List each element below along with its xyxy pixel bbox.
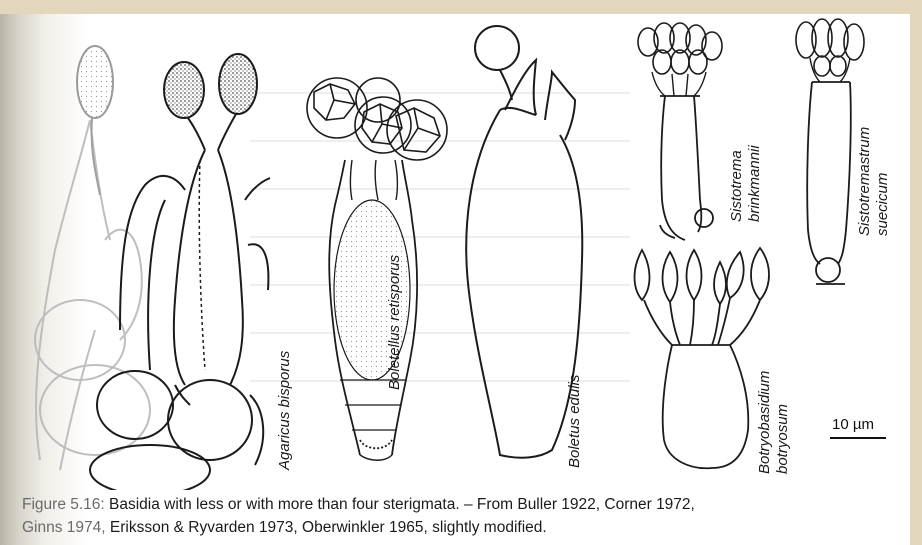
label-sistotremastrum-line1: Sistotremastrum <box>856 127 873 236</box>
label-botryobasidium-line1: Botryobasidium <box>756 371 773 474</box>
agaricus-spore-left <box>164 62 204 118</box>
boletus-spore <box>475 26 519 70</box>
caption-citation-lead: Ginns 1974, <box>22 519 106 536</box>
caption-text-2: Eriksson & Ryvarden 1973, Oberwinkler 19… <box>110 519 547 536</box>
caption-figure-number: Figure 5.16: <box>22 496 105 513</box>
caption-line-1: Figure 5.16: Basidia with less or with m… <box>22 493 912 516</box>
botryobasidium-basidium-drawing <box>635 248 770 468</box>
label-sistotremastrum-line2: suecicum <box>874 173 891 236</box>
scale-bar-label: 10 µm <box>832 416 874 433</box>
boletellus-basidium-drawing <box>307 78 447 460</box>
figure-caption: Figure 5.16: Basidia with less or with m… <box>22 493 912 539</box>
agaricus-spore-right <box>219 54 257 114</box>
label-agaricus-bisporus: Agaricus bisporus <box>276 351 293 470</box>
label-sistotrema-line2: brinkmannii <box>746 145 763 222</box>
caption-line-2: Ginns 1974, Eriksson & Ryvarden 1973, Ob… <box>22 516 912 539</box>
sistotremastrum-basidium-drawing <box>796 19 864 284</box>
label-botryobasidium-line2: botryosum <box>774 404 791 474</box>
label-sistotrema-line1: Sistotrema <box>728 150 745 222</box>
faded-spore <box>77 46 113 118</box>
label-boletellus-retisporus: Boletellus retisporus <box>386 255 403 390</box>
boletus-basidium-drawing <box>466 26 582 458</box>
label-boletus-edulis: Boletus edulis <box>566 375 583 468</box>
sistotrema-basidium-drawing <box>638 23 722 240</box>
caption-text-1: Basidia with less or with more than four… <box>109 496 695 513</box>
agaricus-basidia-drawing <box>35 46 270 490</box>
scale-bar <box>830 437 886 439</box>
